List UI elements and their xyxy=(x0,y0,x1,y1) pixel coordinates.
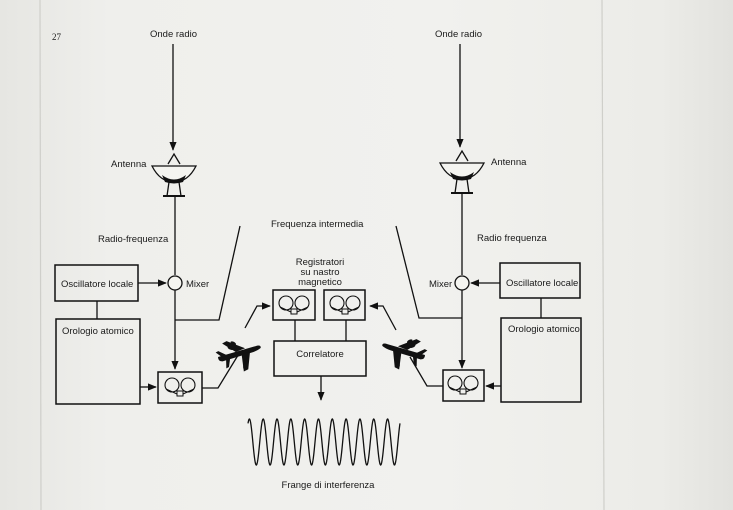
tape-reels-icon-center-1 xyxy=(278,295,310,315)
atomic-clock-box-right xyxy=(500,317,582,403)
antenna-dish-icon-right xyxy=(439,150,485,194)
correlator-box xyxy=(273,340,367,377)
intermediate-frequency-label: Frequenza intermedia xyxy=(271,219,364,230)
mixer-icon-left xyxy=(167,275,183,291)
central-recorder-box-2 xyxy=(323,289,366,321)
atomic-clock-box-left xyxy=(55,318,141,405)
recorders-label-line3: magnetico xyxy=(298,277,342,288)
tape-recorder-box-left xyxy=(157,371,203,404)
local-oscillator-label-left: Oscillatore locale xyxy=(61,279,133,290)
slide-edge-left xyxy=(39,0,42,510)
airplane-icon-left xyxy=(212,328,268,380)
mixer-label-left: Mixer xyxy=(186,279,209,290)
radio-waves-label-left: Onde radio xyxy=(150,29,197,40)
airplane-icon-right xyxy=(375,326,431,378)
if-line-right xyxy=(395,225,462,319)
atomic-clock-label-right: Orologio atomico xyxy=(508,324,580,335)
rf-label-right: Radio frequenza xyxy=(477,233,547,244)
fringes-label: Frange di interferenza xyxy=(282,480,376,491)
recorder-to-plane-line-right xyxy=(409,356,443,387)
slide-edge-right xyxy=(601,0,605,510)
page-number: 27 xyxy=(52,32,62,42)
plane-to-recorder-arrow-right xyxy=(369,302,397,331)
correlator-label: Correlatore xyxy=(296,349,344,360)
mixer-icon-right xyxy=(454,275,470,291)
tape-reels-icon-center-2 xyxy=(329,295,361,315)
recorders-label-line2: su nastro xyxy=(300,267,339,278)
atomic-clock-label-left: Orologio atomico xyxy=(62,326,134,337)
antenna-dish-icon-left xyxy=(151,153,197,197)
interference-fringes-wave xyxy=(247,418,401,466)
tape-reels-icon-right xyxy=(447,375,479,395)
antenna-label-right: Antenna xyxy=(491,157,527,168)
local-oscillator-label-right: Oscillatore locale xyxy=(506,278,578,289)
mixer-label-right: Mixer xyxy=(429,279,452,290)
recorders-label-line1: Registratori xyxy=(296,257,345,268)
antenna-label-left: Antenna xyxy=(111,159,147,170)
plane-to-recorder-arrow-left xyxy=(244,302,271,329)
recorder-to-plane-line-left xyxy=(202,351,241,389)
tape-reels-icon-left xyxy=(164,377,196,397)
central-recorder-box-1 xyxy=(272,289,316,321)
radio-waves-label-right: Onde radio xyxy=(435,29,482,40)
if-line-left xyxy=(175,225,241,321)
local-oscillator-box-right xyxy=(499,262,581,299)
rf-label-left: Radio-frequenza xyxy=(98,234,169,245)
